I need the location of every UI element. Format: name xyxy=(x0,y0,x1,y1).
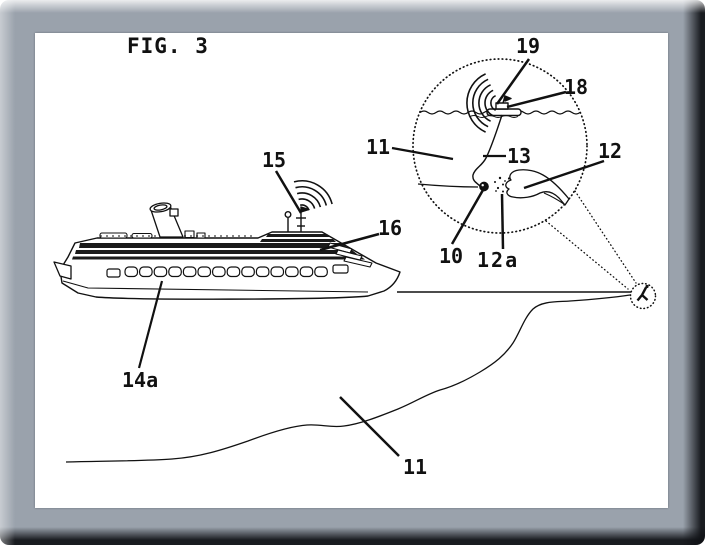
person-in-water-figure xyxy=(636,284,649,302)
ref-label-11-circle: 11 xyxy=(366,135,391,159)
leader-12a xyxy=(500,193,505,250)
magnifier-detail xyxy=(412,58,588,234)
ref-label-15: 15 xyxy=(262,148,287,172)
source-circle xyxy=(629,282,657,310)
cruise-ship xyxy=(53,180,401,300)
ref-label-16: 16 xyxy=(378,216,403,240)
magnifier-connector-lines xyxy=(545,190,637,290)
leader-14a xyxy=(137,280,164,369)
ref-label-11-sea: 11 xyxy=(403,455,428,479)
ref-label-13: 13 xyxy=(507,144,532,168)
ref-label-10: 10 xyxy=(439,244,464,268)
ship-hull xyxy=(59,231,401,300)
leader-19 xyxy=(495,58,531,105)
tether-line xyxy=(472,114,503,187)
ship-superstructure-stripes xyxy=(72,234,365,260)
leader-15 xyxy=(274,170,303,214)
water-surface-echo-line xyxy=(469,115,519,118)
ship-hull-crease xyxy=(62,280,369,293)
ship-windows xyxy=(106,264,349,278)
ship-stern-step xyxy=(53,261,72,280)
buoy-flag xyxy=(504,95,512,102)
buoy-wireless-arcs-icon xyxy=(466,73,497,133)
magnifier-circle xyxy=(412,58,588,234)
leader-11-circle xyxy=(391,146,454,161)
ref-label-19: 19 xyxy=(516,34,541,58)
figure-title: FIG. 3 xyxy=(127,34,209,58)
leader-lines xyxy=(137,58,605,457)
ship-forecastle-steps xyxy=(327,242,373,268)
leader-10 xyxy=(450,189,485,245)
ref-label-14a: 14a xyxy=(122,368,159,392)
leader-18 xyxy=(506,90,567,109)
ref-label-12: 12 xyxy=(598,139,623,163)
source-circle-group xyxy=(629,282,657,310)
leader-16 xyxy=(319,232,380,252)
transmitter-device xyxy=(479,181,489,192)
ship-antenna-mast xyxy=(284,206,310,232)
underwater-arm-line xyxy=(417,183,479,188)
bubbles xyxy=(494,176,512,193)
ship-funnel xyxy=(149,202,184,238)
seafloor-line xyxy=(65,294,631,463)
leader-12 xyxy=(523,159,605,190)
ref-label-12a: 12a xyxy=(477,248,520,272)
underwater-line-right xyxy=(543,192,565,205)
hand-shape xyxy=(505,169,570,206)
buoy-float xyxy=(486,95,522,117)
ref-label-18: 18 xyxy=(564,75,589,99)
ship-wireless-arcs-icon xyxy=(293,180,333,211)
leader-11-sea xyxy=(339,396,400,457)
